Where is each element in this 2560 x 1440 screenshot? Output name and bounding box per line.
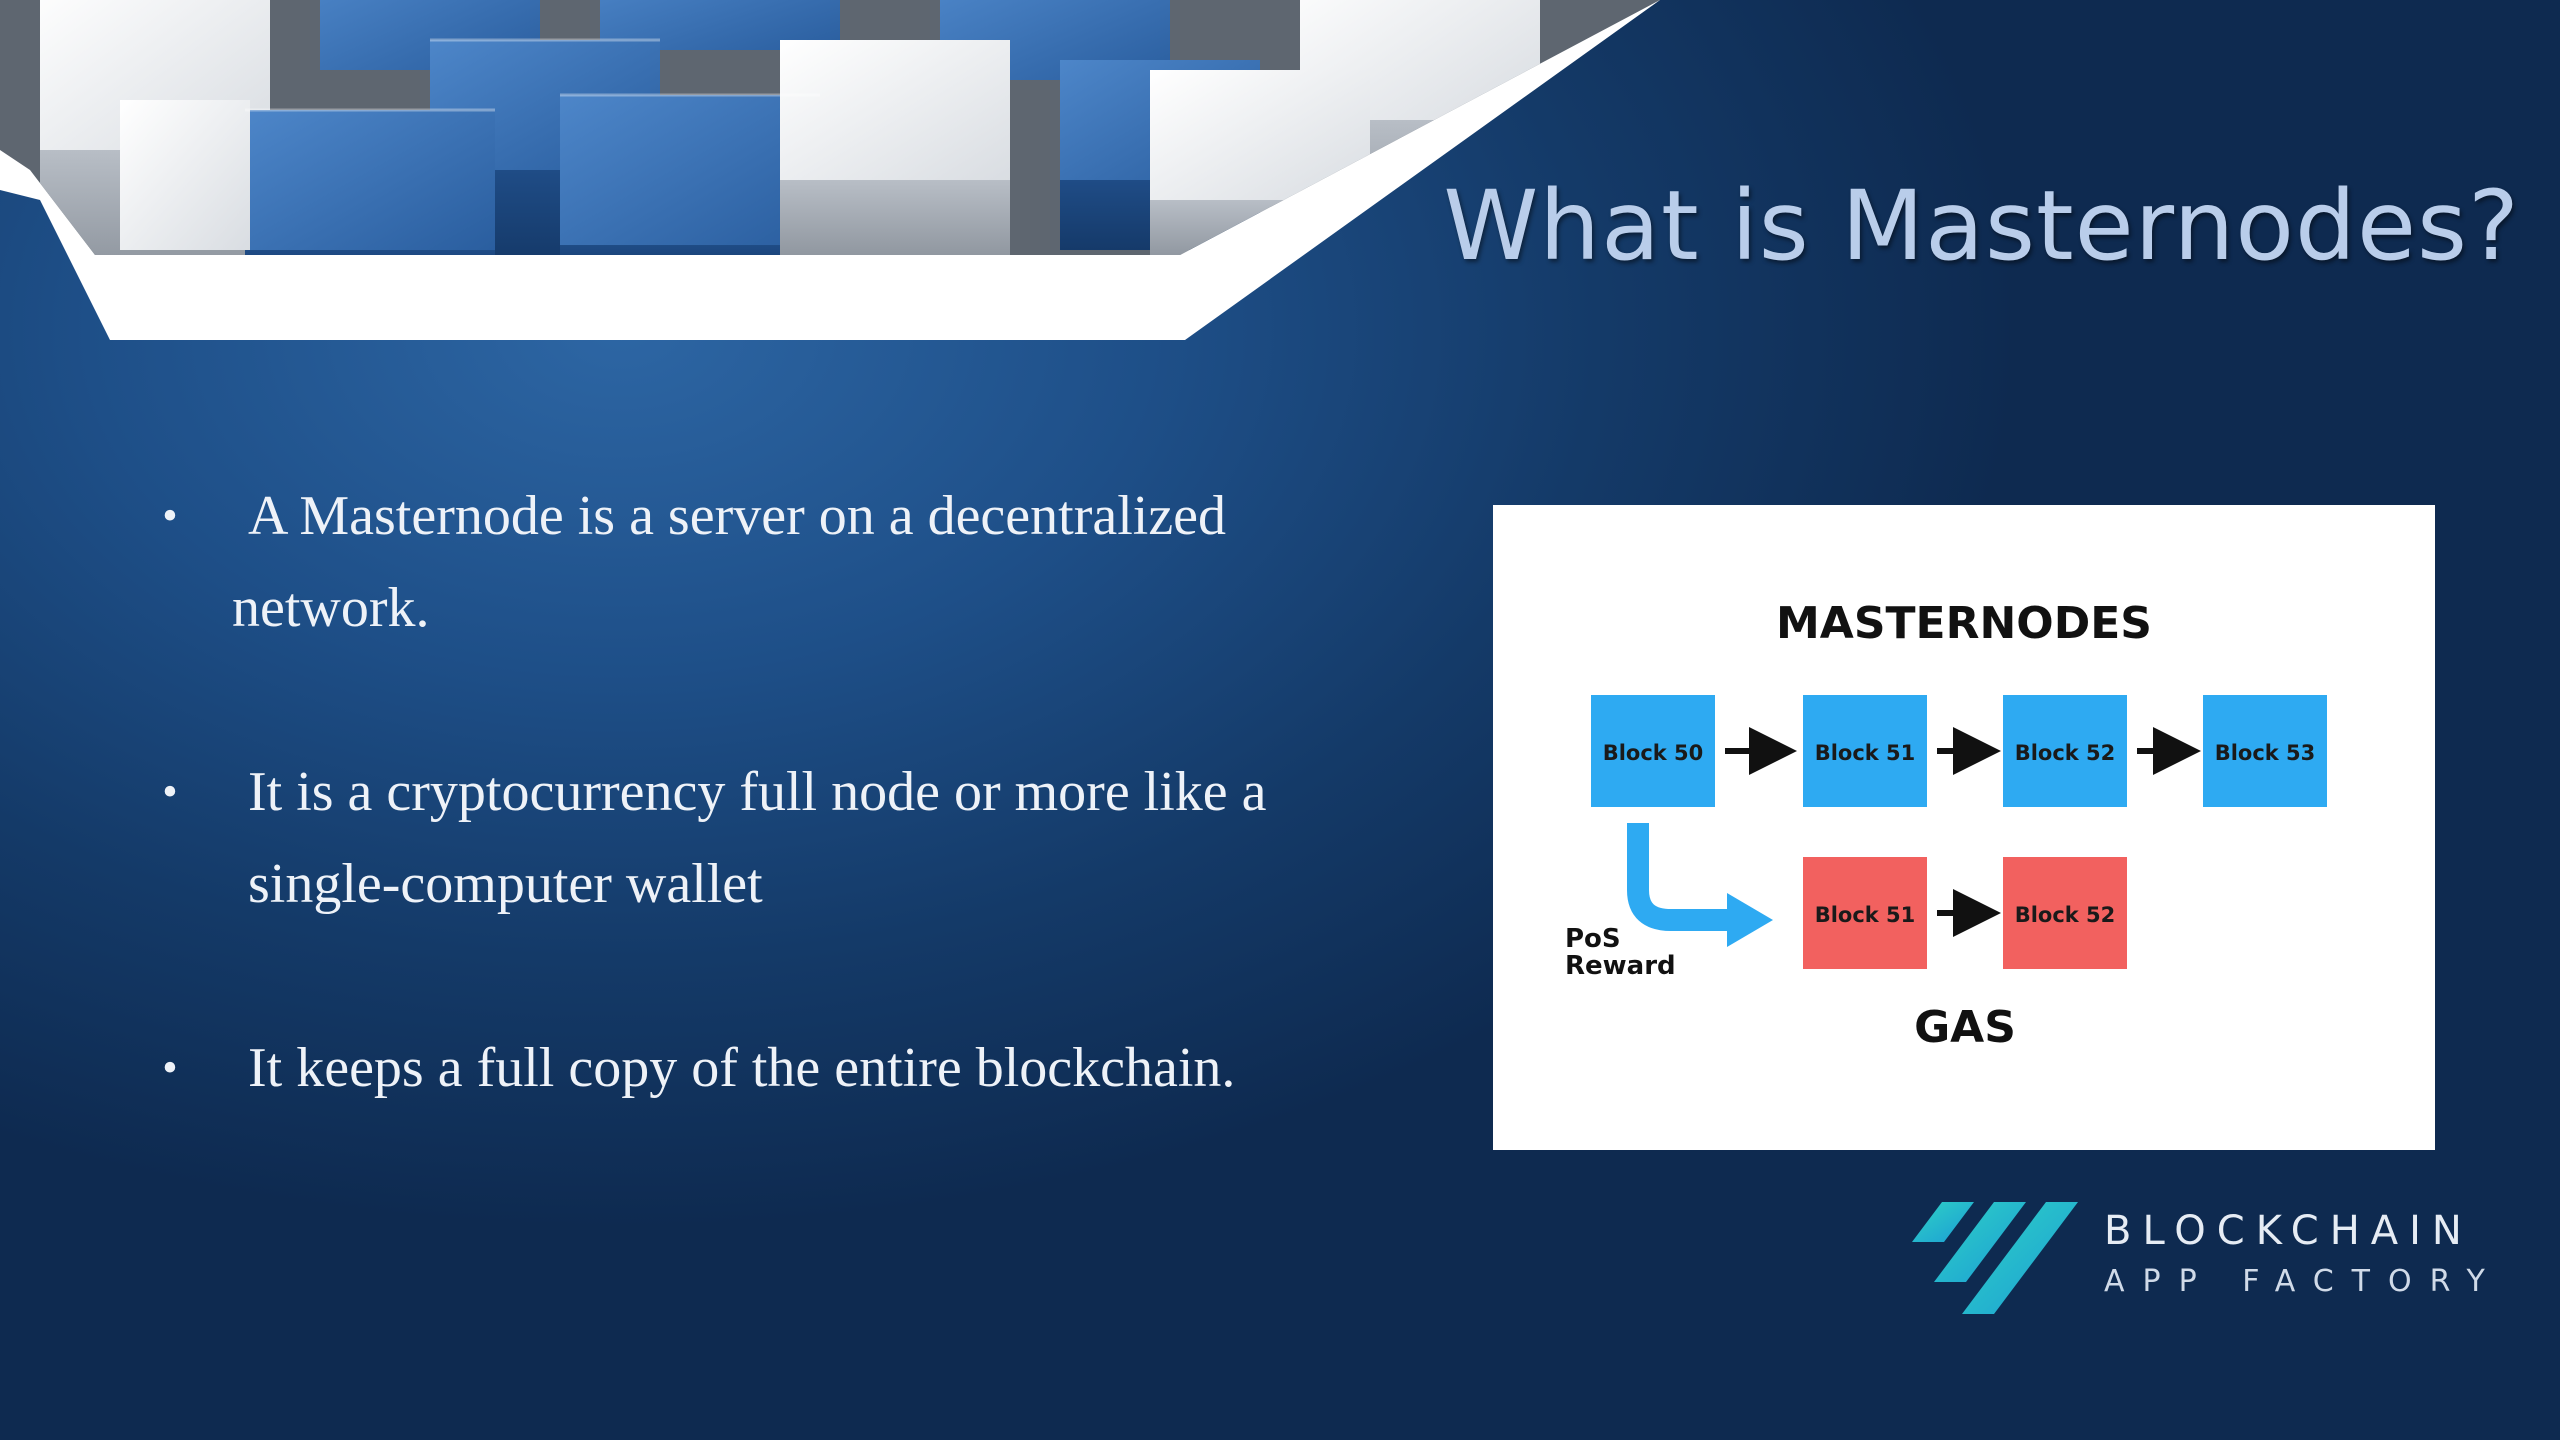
bullet-symbol: • xyxy=(162,1043,178,1092)
block-top-4: Block 53 xyxy=(2203,695,2327,807)
bullet-text-line: A Masternode is a server on a decentrali… xyxy=(248,485,1227,547)
block-label: Block 51 xyxy=(1815,903,1916,927)
logo-mark-icon xyxy=(1912,1202,2078,1314)
block-label: Block 52 xyxy=(2015,741,2116,765)
block-bottom-2: Block 52 xyxy=(2003,857,2127,969)
block-label: Block 51 xyxy=(1815,741,1916,765)
masternodes-diagram: MASTERNODES Block 50 Block 51 Block 52 B… xyxy=(1493,505,2435,1150)
bullet-item: • A Masternode is a server on a decentra… xyxy=(140,470,1470,654)
reward-label-line2: Reward xyxy=(1565,951,1676,981)
reward-arrow-icon xyxy=(1627,823,1773,947)
diagram-heading: MASTERNODES xyxy=(1776,598,2152,649)
bullet-text-line: network. xyxy=(232,577,430,639)
cube-banner-image xyxy=(0,0,1660,340)
gas-label: GAS xyxy=(1914,1002,2016,1053)
block-label: Block 53 xyxy=(2215,741,2316,765)
bullet-item: • It is a cryptocurrency full node or mo… xyxy=(140,746,1470,930)
diagram-canvas: MASTERNODES Block 50 Block 51 Block 52 B… xyxy=(1565,598,2327,1053)
bullet-text-line: single-computer wallet xyxy=(248,853,763,915)
block-top-1: Block 50 xyxy=(1591,695,1715,807)
reward-label-line1: PoS xyxy=(1565,924,1621,954)
logo-text-line1: BLOCKCHAIN xyxy=(2104,1208,2473,1254)
bullet-list: • A Masternode is a server on a decentra… xyxy=(140,470,1470,1206)
logo-text-line2: APP FACTORY xyxy=(2104,1264,2503,1299)
bullet-text-line: It is a cryptocurrency full node or more… xyxy=(248,761,1267,823)
block-top-3: Block 52 xyxy=(2003,695,2127,807)
slide-title: What is Masternodes? xyxy=(1443,170,2520,282)
bullet-text-line: It keeps a full copy of the entire block… xyxy=(248,1037,1236,1099)
block-bottom-1: Block 51 xyxy=(1803,857,1927,969)
bullet-symbol: • xyxy=(162,767,178,816)
block-top-2: Block 51 xyxy=(1803,695,1927,807)
blockchain-app-factory-logo: BLOCKCHAIN APP FACTORY xyxy=(1912,1196,2532,1326)
bullet-item: • It keeps a full copy of the entire blo… xyxy=(140,1022,1470,1114)
block-label: Block 52 xyxy=(2015,903,2116,927)
block-label: Block 50 xyxy=(1603,741,1704,765)
bullet-symbol: • xyxy=(162,491,178,540)
